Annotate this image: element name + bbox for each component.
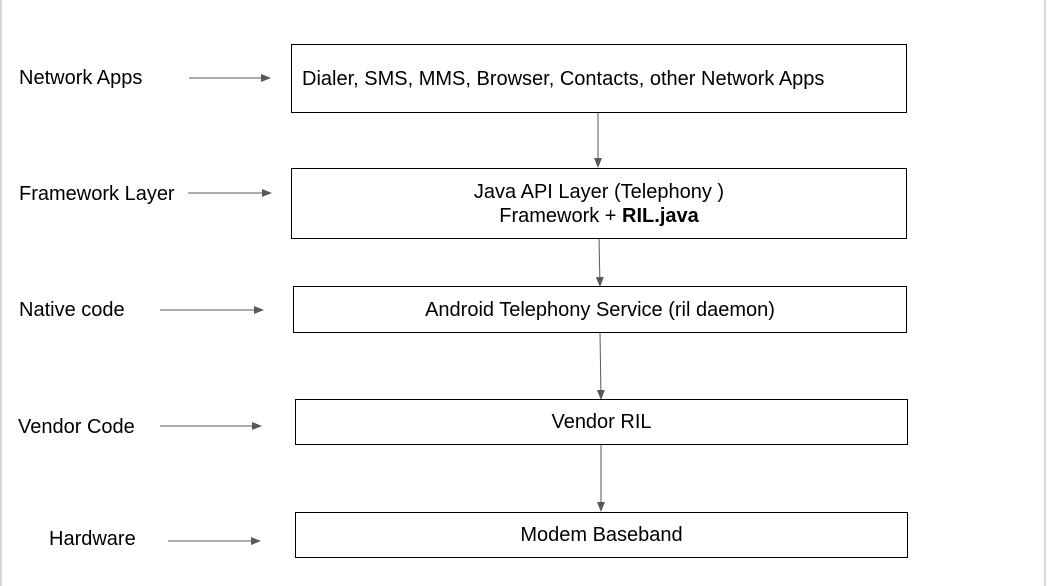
layer-label-hardware: Hardware bbox=[49, 528, 136, 550]
network-apps-box: Dialer, SMS, MMS, Browser, Contacts, oth… bbox=[291, 44, 907, 113]
modem-baseband-box-text: Modem Baseband bbox=[520, 524, 683, 546]
layer-label-network-apps: Network Apps bbox=[19, 67, 143, 89]
modem-baseband-box: Modem Baseband bbox=[295, 512, 908, 558]
framework-box-line2-plain: Framework + bbox=[499, 204, 623, 227]
frame-left-edge bbox=[0, 0, 2, 586]
framework-box-line1: Java API Layer (Telephony ) bbox=[473, 180, 725, 203]
layer-label-framework-layer: Framework Layer bbox=[19, 183, 175, 205]
native-code-box: Android Telephony Service (ril daemon) bbox=[293, 286, 907, 333]
frame-right-edge bbox=[1044, 0, 1046, 586]
network-apps-box-text: Dialer, SMS, MMS, Browser, Contacts, oth… bbox=[302, 67, 825, 90]
native-code-box-text: Android Telephony Service (ril daemon) bbox=[425, 298, 775, 321]
framework-layer-box: Java API Layer (Telephony ) Framework + … bbox=[291, 168, 907, 239]
framework-box-line2-bold: RIL.java bbox=[622, 204, 699, 227]
flow-arrow-framework-to-native bbox=[595, 237, 604, 287]
layer-label-native-code: Native code bbox=[19, 299, 125, 321]
framework-box-line2: Framework + RIL.java bbox=[499, 204, 699, 228]
layer-label-vendor-code: Vendor Code bbox=[18, 416, 135, 438]
vendor-ril-box: Vendor RIL bbox=[295, 399, 908, 445]
vendor-ril-box-text: Vendor RIL bbox=[551, 411, 652, 433]
flow-arrow-native-to-vendor bbox=[596, 331, 605, 400]
